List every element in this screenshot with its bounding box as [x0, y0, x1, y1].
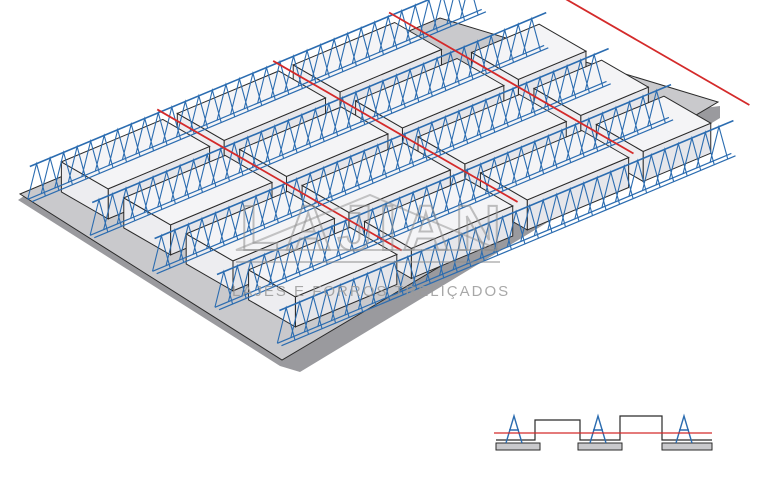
watermark: LAJIAN LAJES E FORROS TRELIÇADOS: [232, 191, 510, 300]
reinforcement-bar: [156, 108, 403, 252]
lattice-truss: [89, 11, 549, 239]
lattice-truss: [151, 47, 611, 275]
lattice-truss: [214, 83, 674, 311]
reinforcement-bars: [156, 0, 750, 252]
cross-section-detail: [494, 413, 713, 451]
watermark-roof: [235, 193, 501, 251]
watermark-title: LAJIAN: [240, 192, 507, 264]
watermark-subtitle: LAJES E FORROS TRELIÇADOS: [232, 283, 510, 300]
lattice-trusses: [27, 0, 736, 347]
reinforcement-bar: [565, 0, 750, 106]
reinforcement-bar: [388, 11, 634, 155]
reinforcement-bar: [272, 60, 519, 203]
lattice-truss: [276, 119, 736, 347]
lattice-truss: [27, 0, 487, 203]
